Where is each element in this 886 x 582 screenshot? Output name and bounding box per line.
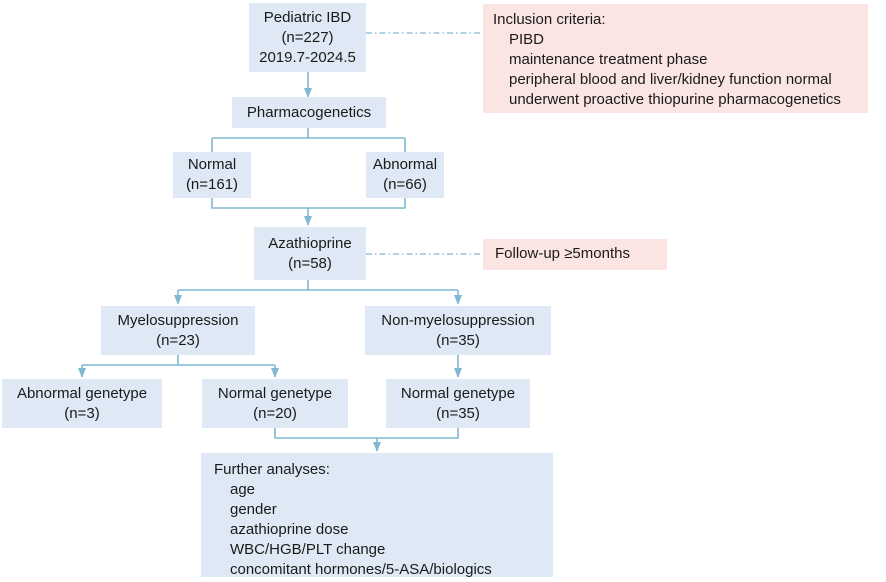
node-further-analyses-item: gender	[230, 501, 277, 518]
node-non-myelosuppression-line-1: Non-myelosuppression	[381, 311, 535, 329]
note-inclusion-item: maintenance treatment phase	[509, 51, 708, 68]
connector-myelo-split	[82, 355, 275, 366]
node-normal-line-2: (n=161)	[185, 176, 239, 193]
node-pediatric-ibd-line-3: 2019.7-2024.5	[259, 48, 356, 66]
node-abnormal-line-1: Abnormal	[372, 156, 438, 173]
node-non-myelosuppression-line-2: (n=35)	[436, 331, 480, 349]
node-azathioprine: Azathioprine (n=58)	[254, 227, 366, 280]
node-further-analyses-title: Further analyses:	[214, 461, 330, 478]
note-inclusion-item: PIBD	[509, 31, 545, 48]
node-myelosuppression: Myelosuppression (n=23)	[101, 306, 255, 355]
node-pharmacogenetics-label: Pharmacogenetics	[246, 103, 372, 121]
note-inclusion-item: peripheral blood and liver/kidney functi…	[509, 71, 832, 88]
node-myelosuppression-line-1: Myelosuppression	[117, 311, 239, 329]
connector-pharmacogenetics-split	[212, 128, 405, 139]
node-abnormal-genotype-line-2: (n=3)	[64, 404, 100, 422]
node-normal-genotype-myelo-line-2: (n=20)	[253, 404, 297, 422]
node-further-analyses: Further analyses: age gender azathioprin…	[201, 453, 553, 578]
node-abnormal-line-2: (n=66)	[383, 176, 427, 193]
node-pediatric-ibd-line-2: (n=227)	[281, 28, 334, 46]
connector-azathioprine-split	[178, 280, 458, 291]
note-inclusion-title: Inclusion criteria:	[493, 11, 606, 28]
node-normal-genotype-myelo-line-1: Normal genetype	[217, 384, 333, 402]
node-pharmacogenetics: Pharmacogenetics	[232, 97, 386, 128]
node-abnormal: Abnormal (n=66)	[366, 152, 444, 198]
note-follow-up-label: Follow-up ≥5months	[495, 245, 630, 262]
node-normal-genotype-nonmyelo: Normal genetype (n=35)	[386, 379, 530, 428]
node-further-analyses-item: azathioprine dose	[230, 521, 349, 538]
node-myelosuppression-line-2: (n=23)	[156, 331, 200, 349]
connector-merge-further	[274, 428, 459, 439]
node-abnormal-genotype: Abnormal genetype (n=3)	[2, 379, 162, 428]
node-azathioprine-line-2: (n=58)	[288, 254, 332, 272]
node-normal-genotype-nonmyelo-line-2: (n=35)	[436, 404, 480, 422]
node-non-myelosuppression: Non-myelosuppression (n=35)	[365, 306, 551, 355]
node-azathioprine-line-1: Azathioprine	[268, 234, 352, 252]
connector-merge-azathioprine	[211, 198, 406, 209]
node-normal: Normal (n=161)	[173, 152, 251, 198]
node-further-analyses-item: WBC/HGB/PLT change	[230, 541, 386, 558]
node-pediatric-ibd-line-1: Pediatric IBD	[263, 8, 352, 26]
node-pediatric-ibd: Pediatric IBD (n=227) 2019.7-2024.5	[249, 3, 366, 72]
note-inclusion-item: underwent proactive thiopurine pharmacog…	[509, 91, 841, 108]
note-inclusion-criteria: Inclusion criteria: PIBD maintenance tre…	[483, 4, 868, 113]
node-further-analyses-item: concomitant hormones/5-ASA/biologics	[230, 561, 492, 578]
node-further-analyses-item: age	[230, 481, 256, 498]
node-normal-genotype-myelo: Normal genetype (n=20)	[202, 379, 348, 428]
note-follow-up: Follow-up ≥5months	[483, 239, 667, 270]
node-normal-line-1: Normal	[187, 156, 237, 173]
node-abnormal-genotype-line-1: Abnormal genetype	[16, 384, 148, 402]
node-normal-genotype-nonmyelo-line-1: Normal genetype	[400, 384, 516, 402]
